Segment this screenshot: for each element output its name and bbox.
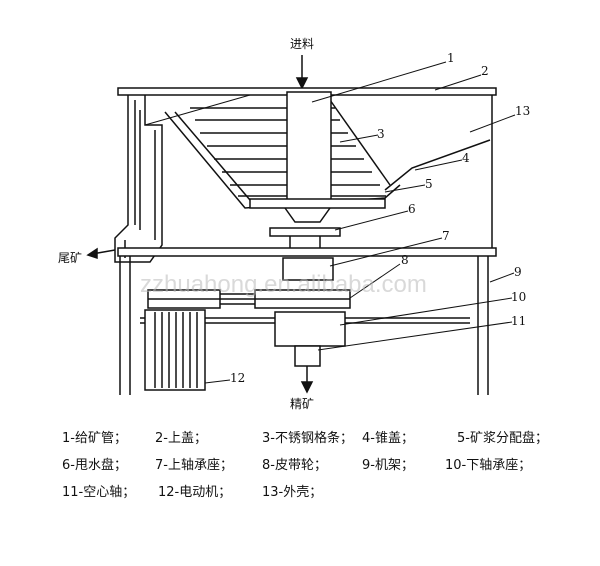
leader-lines [204,61,516,384]
legend-row: 6-甩水盘； 7-上轴承座； 8-皮带轮； 9-机架； 10-下轴承座； [40,450,570,477]
centrifuge-diagram: 进料 尾矿 精矿 1 2 3 4 5 6 7 8 9 10 11 12 13 z… [58,37,530,411]
machine-frame [119,256,489,395]
legend-item: 7-上轴承座； [155,458,233,473]
legend-item: 9-机架； [362,458,414,473]
legend-item: 3-不锈钢格条； [262,431,353,446]
lower-bearing-housing [274,311,346,347]
tailings-label: 尾矿 [58,251,82,265]
concentrate-arrow [300,366,314,394]
upper-bearing-housing [282,257,334,281]
legend-row: 1-给矿管； 2-上盖； 3-不锈钢格条； 4-锥盖； 5-矿浆分配盘； [40,423,570,450]
tailings-arrow [86,247,116,260]
legend-item: 8-皮带轮； [262,458,327,473]
part-label-13: 13 [515,104,530,118]
feed-pipe [286,91,332,201]
slurry-distribution-plate [249,198,386,209]
legend-item: 6-甩水盘； [62,458,127,473]
tailings-chute [114,94,251,263]
legend-item: 2-上盖； [155,431,207,446]
part-label-6: 6 [408,202,416,216]
frame-top [117,247,497,257]
legend-item: 5-矿浆分配盘； [457,431,548,446]
part-label-1: 1 [447,51,455,65]
part-label-9: 9 [514,265,522,279]
legend-item: 12-电动机； [158,485,232,500]
part-label-2: 2 [481,64,489,78]
legend-item: 1-给矿管； [62,431,127,446]
part-label-4: 4 [462,151,470,165]
part-label-5: 5 [425,177,433,191]
concentrate-label: 精矿 [290,397,314,411]
legend-item: 11-空心轴； [62,485,136,500]
legend-row: 11-空心轴； 12-电动机； 13-外壳； [40,477,570,504]
legend-item: 4-锥盖； [362,431,414,446]
part-label-8: 8 [401,253,409,267]
parts-legend: 1-给矿管； 2-上盖； 3-不锈钢格条； 4-锥盖； 5-矿浆分配盘； 6-甩… [40,423,570,504]
part-label-11: 11 [511,314,526,328]
part-label-3: 3 [377,127,385,141]
part-label-12: 12 [230,371,245,385]
feed-arrow [295,55,309,90]
part-label-10: 10 [511,290,526,304]
legend-item: 13-外壳； [262,485,323,500]
hollow-shaft [294,345,321,367]
electric-motor [144,309,206,391]
part-label-7: 7 [442,229,450,243]
watermark: zzhuahong.en.alibaba.com [140,271,427,298]
legend-item: 10-下轴承座； [445,458,532,473]
feed-label: 进料 [290,37,314,51]
water-slinger-disc [269,227,341,237]
